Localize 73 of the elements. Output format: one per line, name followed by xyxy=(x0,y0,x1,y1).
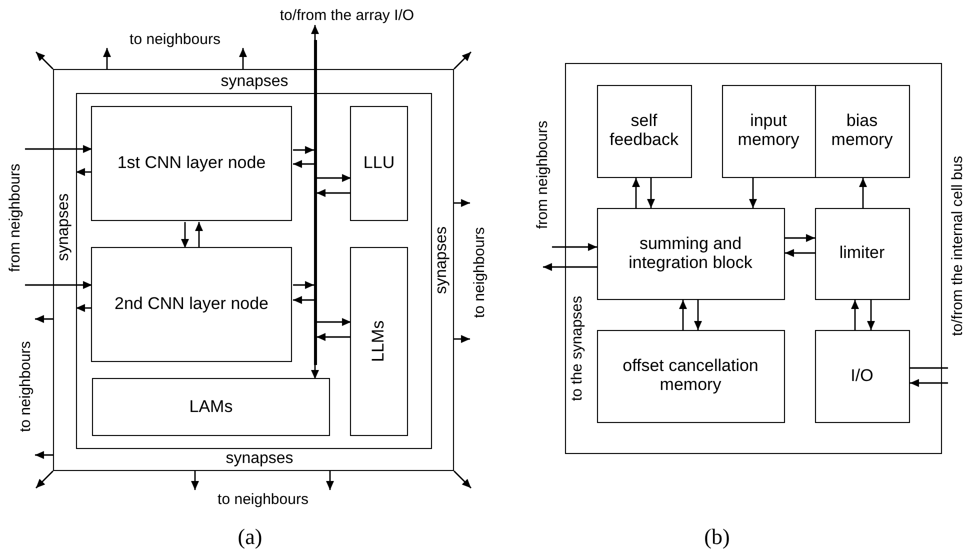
arrow xyxy=(25,145,92,153)
block-box: 1st CNN layer node xyxy=(91,106,292,221)
panel-label: (a) xyxy=(236,524,264,550)
arrow xyxy=(293,296,314,304)
arrow xyxy=(785,249,815,257)
port-label: to neighbours xyxy=(100,31,250,48)
arrow xyxy=(326,471,334,490)
port-label: to neighbours xyxy=(188,490,338,508)
arrow xyxy=(35,315,53,323)
port-label: to the synapses xyxy=(568,294,586,403)
arrow xyxy=(454,335,470,343)
block-box: self feedback xyxy=(596,84,692,178)
port-label: to neighbours xyxy=(16,312,35,462)
arrow xyxy=(293,146,314,154)
core-frame xyxy=(76,92,432,448)
block-box: limiter xyxy=(814,208,910,300)
connector-line xyxy=(910,367,948,369)
arrow xyxy=(191,471,199,490)
region-label: synapses xyxy=(54,192,72,263)
arrow xyxy=(679,300,687,330)
arrow xyxy=(316,318,351,326)
arrow xyxy=(749,178,757,208)
arrow xyxy=(543,263,597,271)
arrow xyxy=(454,52,472,70)
port-label: from neighbours xyxy=(5,140,25,295)
panel-label: (b) xyxy=(703,524,731,550)
arrow xyxy=(103,48,111,69)
block-box: summing and integration block xyxy=(596,208,784,300)
arrow xyxy=(552,243,597,251)
arrow xyxy=(293,281,314,289)
block-box: 2nd CNN layer node xyxy=(91,247,292,362)
arrow xyxy=(647,178,655,208)
block-box: offset cancellation memory xyxy=(596,330,784,422)
block-box: input memory xyxy=(722,84,816,178)
arrow xyxy=(195,222,203,248)
arrow xyxy=(454,199,470,207)
arrow xyxy=(76,304,92,312)
block-box: LLMs xyxy=(350,247,408,436)
arrow xyxy=(316,333,351,341)
arrow xyxy=(311,365,319,379)
port-label: to neighbours xyxy=(470,200,489,345)
port-label: to/from the array I/O xyxy=(258,5,436,25)
arrow xyxy=(35,451,53,459)
arrow xyxy=(851,300,859,330)
block-box: LAMs xyxy=(92,378,330,436)
bus-line xyxy=(314,40,316,365)
arrow xyxy=(694,300,702,330)
region-label: synapses xyxy=(224,450,294,468)
region-label: synapses xyxy=(220,72,290,92)
arrow xyxy=(632,178,640,208)
arrow xyxy=(316,174,351,182)
port-label: to/from the internal cell bus xyxy=(948,100,967,392)
block-box: LLU xyxy=(350,106,408,221)
block-box: I/O xyxy=(814,330,910,422)
arrow xyxy=(311,25,319,40)
arrow xyxy=(910,379,948,387)
arrow xyxy=(454,470,472,488)
arrow xyxy=(239,48,247,69)
arrow xyxy=(36,470,54,488)
arrow xyxy=(316,189,351,197)
arrow xyxy=(293,160,314,168)
block-box: bias memory xyxy=(814,84,910,178)
arrow xyxy=(785,234,815,242)
arrow xyxy=(36,52,54,70)
arrow xyxy=(867,300,875,330)
region-label: synapses xyxy=(432,225,450,296)
port-label: from neighbours xyxy=(533,95,552,255)
arrow xyxy=(25,281,92,289)
arrow xyxy=(181,222,189,248)
synapse-ring-frame xyxy=(53,69,454,471)
arrow xyxy=(859,178,867,208)
cell-frame xyxy=(565,63,942,454)
arrow xyxy=(76,168,92,176)
